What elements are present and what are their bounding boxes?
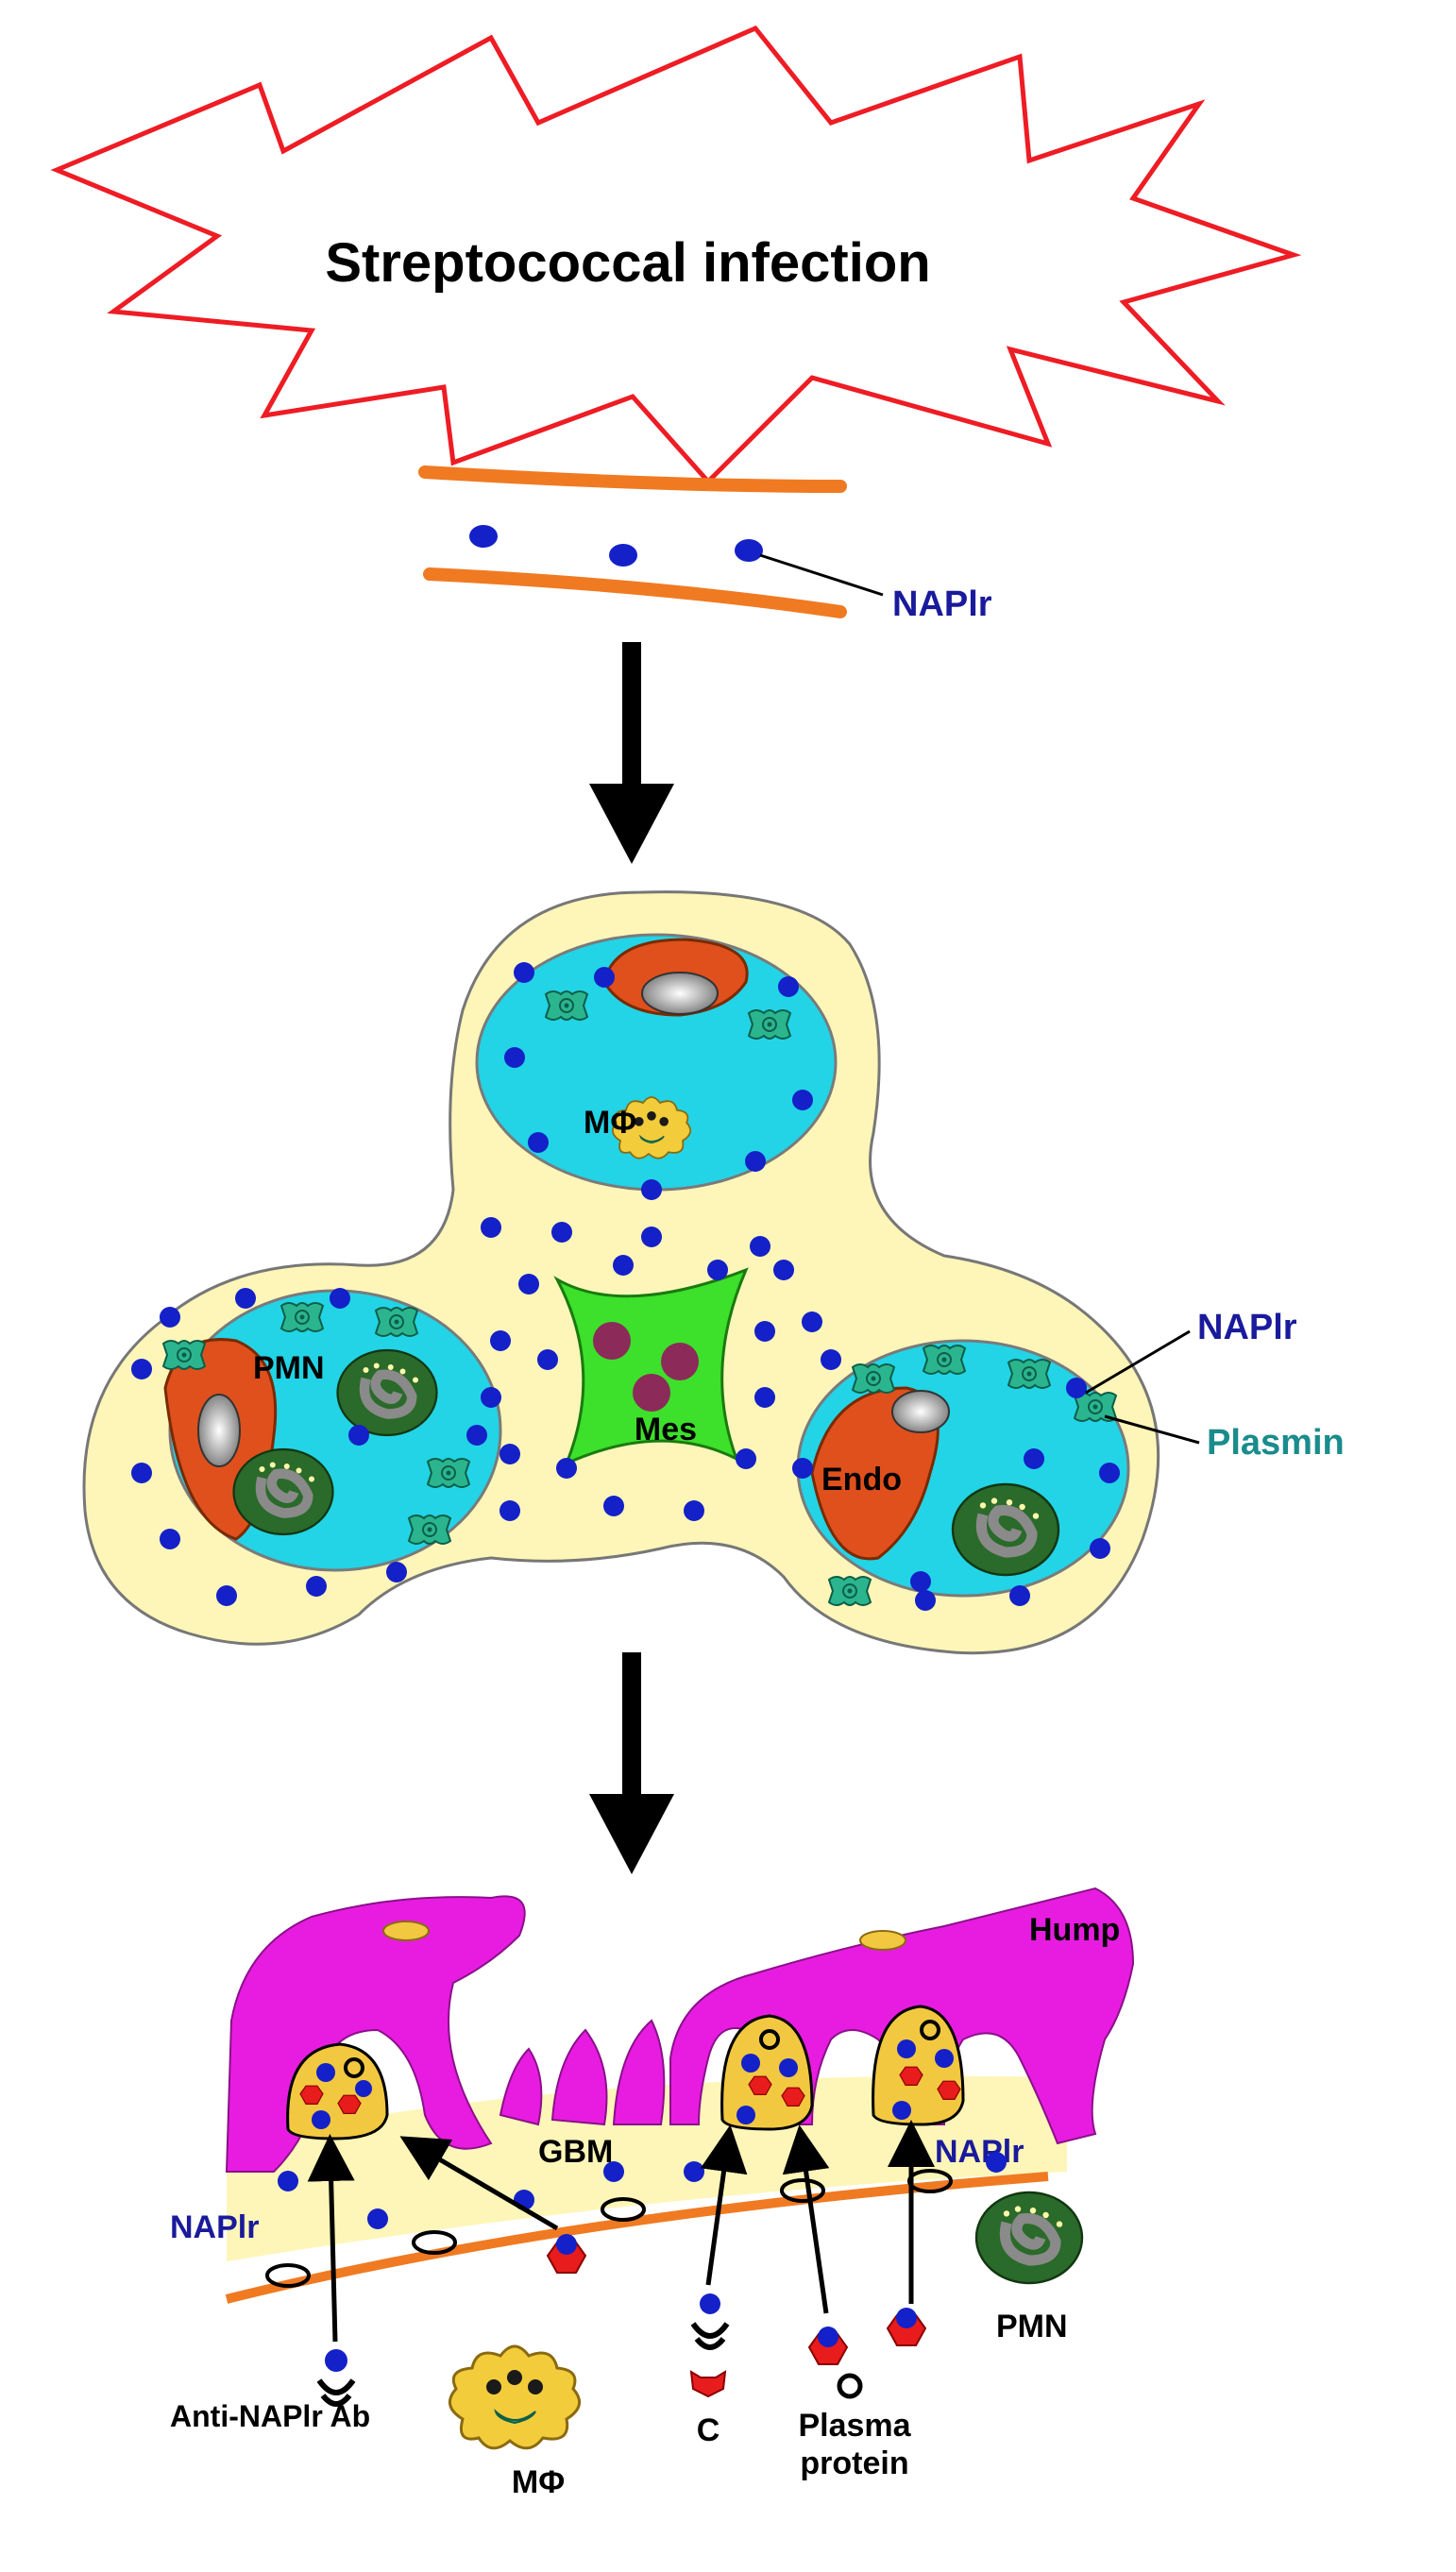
plasmin-shape: [427, 1458, 470, 1488]
napir-dot: [818, 2327, 838, 2347]
podocyte-vesicle: [859, 1930, 906, 1951]
macrophage-bottom: [448, 2344, 582, 2450]
anti-napir-antibody: [693, 2324, 727, 2347]
plasmin-shape: [375, 1307, 418, 1337]
macrophage-top-label: MΦ: [584, 1105, 636, 1141]
pmn-label-bottom: PMN: [996, 2309, 1068, 2344]
plasmin-shape: [1007, 1359, 1051, 1389]
mesangial-nucleus: [593, 1322, 631, 1360]
pmn-cell-left-1: [338, 1350, 437, 1435]
podocyte-left-fp1: [499, 2047, 543, 2126]
endothelial-cell-right: [810, 1386, 940, 1561]
napir-dot: [469, 525, 498, 548]
napir-label-top: NAPlr: [892, 584, 992, 624]
endothelial-nucleus-left: [197, 1394, 241, 1467]
hump-deposit-2: [720, 2014, 814, 2131]
plasma-protein-label-1: Plasma: [798, 2408, 911, 2444]
napir-dot: [896, 2308, 917, 2328]
napir-label-glom: NAPlr: [1197, 1308, 1297, 1347]
pmn-cell-right: [953, 1484, 1058, 1575]
hump-deposit-1: [286, 2042, 389, 2141]
complement-label: C: [697, 2412, 720, 2448]
podocyte-vesicle: [382, 1921, 430, 1941]
streptococcal-infection-burst: Streptococcal infection: [50, 25, 1302, 485]
napir-pointer-glom: [1085, 1329, 1191, 1395]
plasmin-label: Plasmin: [1207, 1423, 1345, 1463]
endothelial-nucleus-right: [891, 1390, 950, 1433]
podocyte-left-fp3: [612, 2019, 666, 2125]
plasmin-shape: [852, 1363, 895, 1394]
pmn-label-glom: PMN: [253, 1350, 325, 1386]
napir-dot: [325, 2349, 347, 2372]
plasmin-shape: [162, 1340, 206, 1370]
plasmin-shape: [280, 1302, 324, 1332]
arrow-down-2: [589, 1652, 674, 1874]
plasmin-shape: [545, 990, 588, 1021]
anti-napir-ab-label: Anti-NAPlr Ab: [170, 2399, 370, 2433]
plasma-protein-icon: [837, 2373, 863, 2399]
plasmin-shape: [408, 1514, 451, 1545]
arrow-down-1: [589, 642, 674, 864]
gbm-label: GBM: [538, 2134, 613, 2170]
napir-label-gbm-left: NAPlr: [170, 2209, 259, 2245]
endo-label: Endo: [821, 1462, 902, 1498]
pmn-cell-left-2: [234, 1449, 333, 1534]
plasmin-pointer: [1104, 1414, 1200, 1445]
macrophage-bottom-label: MΦ: [512, 2464, 565, 2500]
pmn-cell-bottom: [976, 2192, 1082, 2283]
napir-dots-glomerulus: [131, 962, 1120, 1611]
mes-label: Mes: [635, 1412, 697, 1447]
plasma-protein-label-2: protein: [800, 2445, 908, 2481]
napir-dot: [700, 2293, 720, 2314]
plasmin-shape: [828, 1576, 872, 1606]
napir-dot: [735, 539, 763, 562]
endothelial-nucleus-top: [641, 972, 719, 1015]
gbm-section: Hump GBM NAPlr NAPlr PMN A: [170, 1887, 1135, 2500]
vessel-wall-top: [418, 465, 847, 493]
glomerulus: MΦ PMN Endo Mes: [82, 890, 1345, 1655]
fenestrations: [265, 2169, 953, 2288]
hump-label: Hump: [1029, 1912, 1120, 1948]
mesangial-nucleus: [633, 1374, 670, 1412]
plasmin-shape: [748, 1009, 791, 1040]
napir-label-gbm-right: NAPlr: [935, 2134, 1024, 2170]
mesangial-nucleus: [661, 1343, 699, 1380]
napir-pointer-line: [759, 553, 884, 597]
title-label: Streptococcal infection: [325, 232, 930, 294]
vessel-wall-bottom: [423, 567, 847, 618]
napir-dot: [609, 544, 637, 567]
napir-dot: [556, 2234, 577, 2255]
blood-vessel: NAPlr: [418, 465, 992, 624]
deposition-arrows: [307, 2120, 935, 2343]
podocyte-left-fp2: [550, 2028, 608, 2126]
complement-c-icon: [690, 2371, 726, 2397]
plasmin-shape: [923, 1345, 966, 1375]
